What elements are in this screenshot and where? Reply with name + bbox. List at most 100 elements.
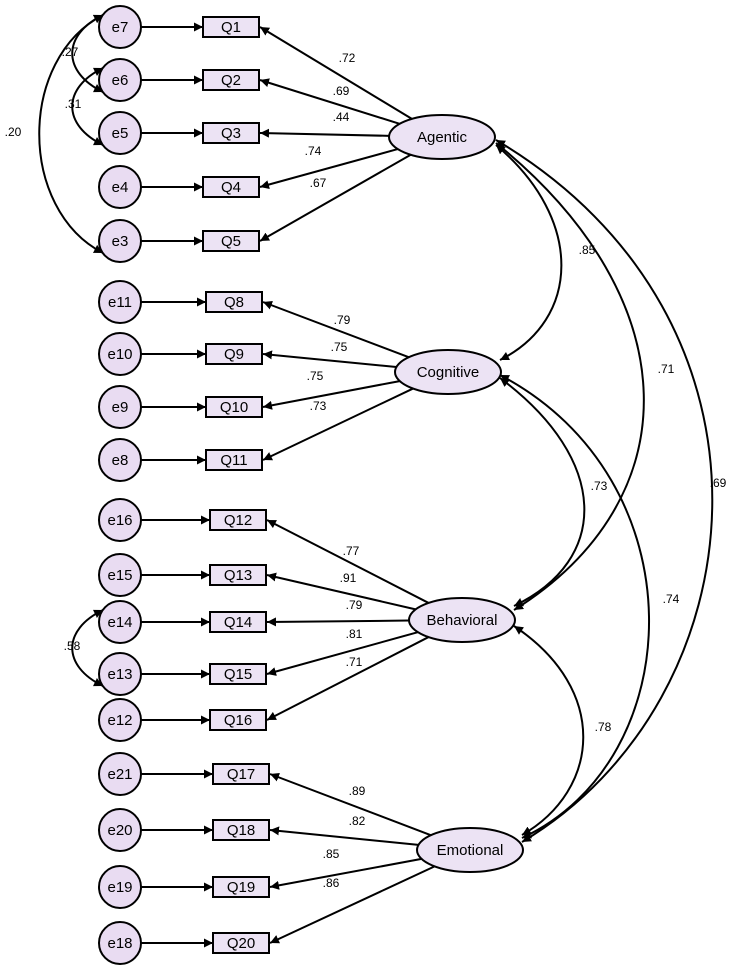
indicator-box xyxy=(212,819,270,841)
loading-path xyxy=(262,380,400,410)
error-term xyxy=(98,752,142,796)
loading-value: .75 xyxy=(331,340,348,354)
indicator-box xyxy=(212,932,270,954)
error-covariance-curve xyxy=(38,14,104,254)
error-term xyxy=(98,280,142,324)
error-term xyxy=(98,865,142,909)
error-term-label: e3 xyxy=(112,233,129,250)
loading-value: .91 xyxy=(340,571,357,585)
loading-value: .67 xyxy=(310,176,327,190)
error-term-label: e16 xyxy=(107,512,132,529)
error-term xyxy=(98,332,142,376)
loading-value: .75 xyxy=(307,369,324,383)
indicator-label: Q4 xyxy=(221,179,241,196)
indicator-box xyxy=(202,69,260,91)
factor-correlation-value: .85 xyxy=(579,243,596,257)
indicator-box xyxy=(205,396,263,418)
loading-path xyxy=(266,572,416,611)
loading-value: .77 xyxy=(343,544,360,558)
indicator-label: Q18 xyxy=(227,822,255,839)
loading-path xyxy=(259,153,412,242)
loading-value: .79 xyxy=(334,313,351,327)
indicator-label: Q9 xyxy=(224,346,244,363)
error-term xyxy=(98,165,142,209)
loading-value: .74 xyxy=(305,144,322,158)
indicator-label: Q20 xyxy=(227,935,255,952)
error-term-label: e19 xyxy=(107,879,132,896)
indicator-box xyxy=(205,343,263,365)
correlation-curves-layer xyxy=(38,14,714,843)
error-term xyxy=(98,921,142,965)
error-covariance-value: .31 xyxy=(65,97,82,111)
loading-value: .81 xyxy=(346,627,363,641)
error-term-label: e6 xyxy=(112,72,129,89)
indicator-box xyxy=(202,122,260,144)
path-lines-layer xyxy=(141,22,436,948)
indicator-label: Q13 xyxy=(224,567,252,584)
loading-path xyxy=(266,519,430,604)
loading-path xyxy=(266,631,419,676)
factor-correlation-value: .71 xyxy=(658,362,675,376)
indicator-label: Q5 xyxy=(221,233,241,250)
factor-correlation-value: .69 xyxy=(710,476,727,490)
indicator-box xyxy=(205,449,263,471)
loading-path xyxy=(269,857,422,890)
indicator-box xyxy=(202,16,260,38)
factor-correlation-value: .74 xyxy=(663,592,680,606)
indicator-box xyxy=(209,663,267,685)
indicator-label: Q3 xyxy=(221,125,241,142)
loading-path xyxy=(269,865,436,944)
loading-value: .89 xyxy=(349,784,366,798)
loading-path xyxy=(266,636,430,721)
latent-factor-cognitive xyxy=(394,349,502,395)
indicator-label: Q10 xyxy=(220,399,248,416)
loading-value: .71 xyxy=(346,655,363,669)
indicator-label: Q2 xyxy=(221,72,241,89)
error-term-label: e20 xyxy=(107,822,132,839)
error-term-label: e13 xyxy=(107,666,132,683)
error-term-label: e12 xyxy=(107,712,132,729)
factor-correlation-curve xyxy=(495,139,714,843)
loading-value: .72 xyxy=(339,51,356,65)
loading-path xyxy=(262,350,397,369)
indicator-label: Q8 xyxy=(224,294,244,311)
error-term xyxy=(98,600,142,644)
error-term-label: e8 xyxy=(112,452,129,469)
error-term-label: e11 xyxy=(108,294,132,311)
error-term xyxy=(98,652,142,696)
error-term xyxy=(98,111,142,155)
indicator-label: Q15 xyxy=(224,666,252,683)
loading-value: .73 xyxy=(310,399,327,413)
loading-path xyxy=(259,128,390,138)
error-term xyxy=(98,808,142,852)
error-term-label: e14 xyxy=(107,614,132,631)
error-term xyxy=(98,553,142,597)
error-term xyxy=(98,385,142,429)
indicator-label: Q17 xyxy=(227,766,255,783)
latent-factor-agentic xyxy=(388,114,496,160)
loading-value: .69 xyxy=(333,84,350,98)
error-term-label: e18 xyxy=(107,935,132,952)
latent-factor-label: Cognitive xyxy=(417,364,480,381)
indicator-box xyxy=(209,564,267,586)
loading-value: .85 xyxy=(323,847,340,861)
latent-factor-label: Emotional xyxy=(437,842,504,859)
loading-value: .44 xyxy=(333,110,350,124)
error-covariance-value: .58 xyxy=(64,639,81,653)
loading-path xyxy=(262,387,414,461)
factor-correlation-curve xyxy=(495,142,645,611)
factor-correlation-value: .78 xyxy=(595,720,612,734)
indicator-box xyxy=(205,291,263,313)
latent-factor-emotional xyxy=(416,827,524,873)
indicator-box xyxy=(212,876,270,898)
error-term-label: e9 xyxy=(112,399,129,416)
indicator-box xyxy=(202,230,260,252)
indicator-box xyxy=(202,176,260,198)
error-term xyxy=(98,698,142,742)
error-term-label: e15 xyxy=(107,567,132,584)
loading-path xyxy=(259,148,398,189)
indicator-label: Q19 xyxy=(227,879,255,896)
indicator-box xyxy=(209,509,267,531)
